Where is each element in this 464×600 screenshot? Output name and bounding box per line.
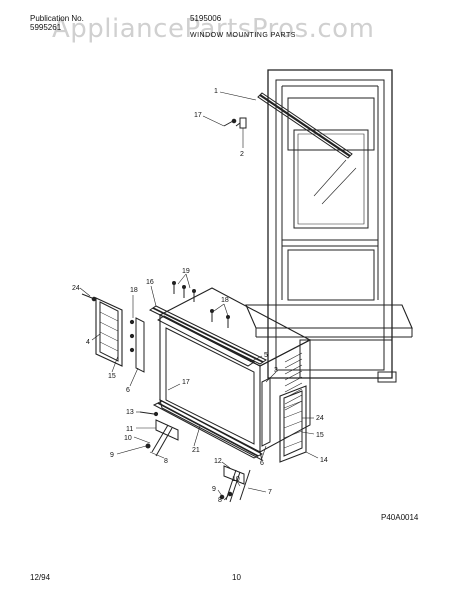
- callout-3: 3: [274, 367, 278, 374]
- right-channel-part-6: [261, 377, 271, 447]
- left-channel-part-6: [135, 317, 145, 373]
- callout-6: 6: [260, 460, 264, 467]
- leader-lines: [79, 91, 319, 501]
- left-curtain-panel: [95, 297, 135, 367]
- screw-part-17-top: [223, 118, 237, 127]
- callout-4: 4: [86, 339, 90, 346]
- bolt-part-13: [139, 411, 159, 417]
- footer-page-number: 10: [232, 573, 241, 582]
- bottom-rail-part-21: [152, 400, 264, 459]
- callout-18: 18: [221, 297, 229, 304]
- model-number: 5195006: [190, 14, 222, 23]
- left-support-bracket: [145, 419, 179, 457]
- screws-part-18-upper: [210, 309, 230, 328]
- ac-cabinet: [158, 287, 312, 461]
- screw-part-24-left: [81, 293, 97, 302]
- top-channel-part-16: [148, 305, 268, 365]
- publication-number: 5995261: [30, 23, 62, 32]
- section-title: WINDOW MOUNTING PARTS: [190, 32, 296, 39]
- publication-label: Publication No.: [30, 14, 84, 23]
- callout-15: 15: [108, 373, 116, 380]
- callout-9: 9: [212, 486, 216, 493]
- callout-11: 11: [126, 426, 133, 433]
- callout-5: 5: [264, 352, 268, 359]
- top-channel-part-5: [157, 315, 255, 367]
- callout-19: 19: [182, 268, 190, 275]
- callout-8: 8: [164, 458, 168, 465]
- callout-18: 18: [130, 287, 138, 294]
- top-rail-part-1: [257, 92, 353, 159]
- callout-6: 6: [126, 387, 130, 394]
- callout-12: 12: [214, 458, 222, 465]
- right-curtain-panel: [279, 385, 307, 463]
- callout-16: 16: [146, 279, 154, 286]
- bracket-part-2: [235, 117, 247, 129]
- callout-24: 24: [72, 285, 80, 292]
- callout-14: 14: [320, 457, 328, 464]
- callout-15: 15: [316, 432, 324, 439]
- right-support-bracket: [219, 465, 251, 503]
- footer-date: 12/94: [30, 573, 51, 582]
- callout-1: 1: [214, 88, 218, 95]
- callout-10: 10: [232, 476, 240, 483]
- callout-9: 9: [110, 452, 114, 459]
- screws-part-19: [172, 281, 196, 302]
- callout-10: 10: [124, 435, 132, 442]
- watermark: AppliancePartsPros.com: [52, 14, 375, 44]
- callout-21: 21: [192, 447, 200, 454]
- callout-17: 17: [182, 379, 190, 386]
- window-frame: [245, 69, 413, 383]
- callout-7: 7: [268, 489, 272, 496]
- callout-2: 2: [240, 151, 244, 158]
- drawing-code: P40A0014: [381, 513, 419, 522]
- callout-24: 24: [316, 415, 324, 422]
- callout-17: 17: [194, 112, 202, 119]
- callout-8: 8: [218, 497, 222, 504]
- callout-13: 13: [126, 409, 134, 416]
